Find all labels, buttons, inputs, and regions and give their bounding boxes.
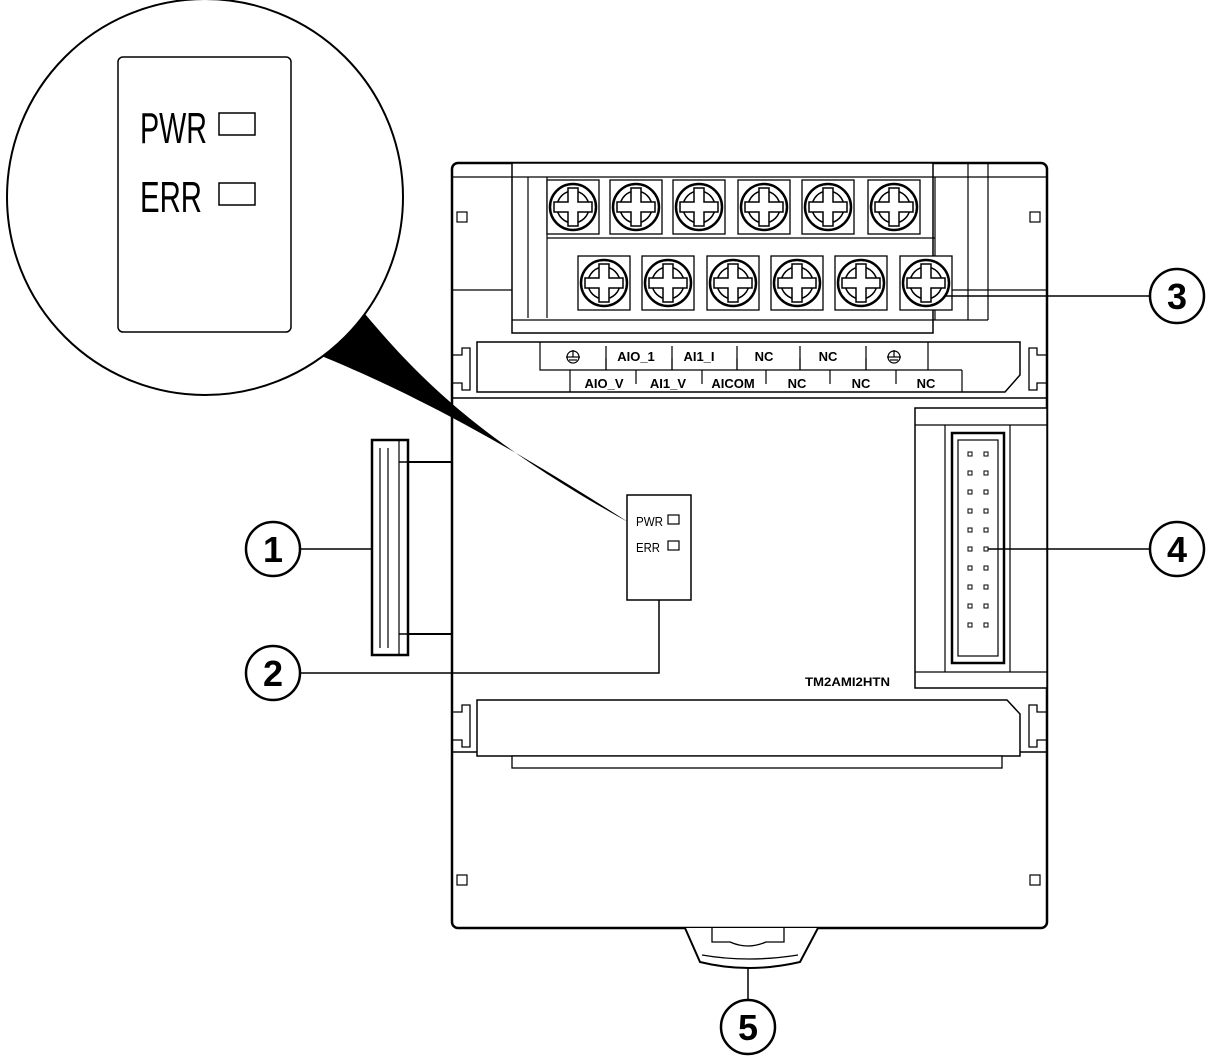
terminal-label-top-4: NC — [819, 349, 838, 364]
svg-text:3: 3 — [1167, 276, 1187, 317]
callout-1: 1 — [244, 520, 302, 578]
connector-pin — [967, 470, 973, 476]
bottom-label-plate — [476, 699, 1021, 769]
terminal-label-bottom-2: AICOM — [711, 376, 754, 391]
terminal-label-top-2: AI1_I — [683, 349, 714, 364]
connector-pin — [967, 527, 973, 533]
connector-pin — [967, 565, 973, 571]
terminal-screw-top-4 — [801, 179, 855, 235]
terminal-label-bottom-5: NC — [917, 376, 936, 391]
connector-pin — [983, 508, 989, 514]
terminal-screw-bottom-1 — [641, 255, 695, 311]
terminal-screw-bottom-2 — [706, 255, 760, 311]
terminal-label-top-3: NC — [755, 349, 774, 364]
terminal-screw-top-0 — [546, 179, 600, 235]
terminal-label-bottom-1: AI1_V — [650, 376, 686, 391]
io-connector — [914, 407, 1048, 689]
connector-pin — [967, 508, 973, 514]
connector-pin — [983, 622, 989, 628]
terminal-label-top-1: AIO_1 — [617, 349, 655, 364]
terminal-screw-top-3 — [737, 179, 791, 235]
connector-pin — [983, 603, 989, 609]
terminal-block — [452, 162, 1047, 334]
connector-pin — [967, 622, 973, 628]
panel-err-led — [667, 540, 680, 551]
model-label: TM2AMI2HTN — [805, 675, 890, 689]
led-panel: PWR ERR — [626, 494, 692, 601]
terminal-label-bottom-4: NC — [852, 376, 871, 391]
svg-text:5: 5 — [738, 1007, 758, 1048]
panel-err-label: ERR — [636, 540, 660, 555]
connector-pin — [967, 451, 973, 457]
callout-3: 3 — [1148, 267, 1206, 325]
svg-text:2: 2 — [263, 653, 283, 694]
terminal-label-bottom-3: NC — [788, 376, 807, 391]
terminal-screw-bottom-0 — [577, 255, 631, 311]
ground-icon — [566, 350, 580, 364]
connector-pin — [967, 546, 973, 552]
terminal-label-bottom-0: AIO_V — [584, 376, 623, 391]
connector-pin — [967, 603, 973, 609]
svg-text:1: 1 — [263, 529, 283, 570]
connector-pin — [983, 489, 989, 495]
connector-pin — [983, 584, 989, 590]
expansion-connector — [370, 438, 452, 657]
panel-pwr-led — [667, 514, 680, 525]
panel-pwr-label: PWR — [636, 514, 663, 529]
terminal-screw-bottom-5 — [899, 255, 953, 311]
din-rail-clip — [684, 927, 819, 969]
zoom-pwr-label: PWR — [140, 104, 207, 153]
terminal-screw-top-5 — [867, 179, 921, 235]
terminal-screw-top-1 — [609, 179, 663, 235]
svg-text:4: 4 — [1167, 529, 1187, 570]
connector-pin — [983, 565, 989, 571]
zoom-pwr-led — [218, 112, 256, 136]
zoom-pointer — [312, 308, 628, 522]
zoom-magnifier: PWR ERR — [6, 0, 404, 396]
zoom-err-label: ERR — [140, 173, 202, 222]
ground-icon — [887, 350, 901, 364]
callout-2: 2 — [244, 644, 302, 702]
connector-pin — [967, 489, 973, 495]
zoom-err-led — [218, 182, 256, 206]
terminal-screw-bottom-4 — [834, 255, 888, 311]
connector-pin — [983, 527, 989, 533]
connector-pin — [983, 451, 989, 457]
connector-pin — [967, 584, 973, 590]
callout-4: 4 — [1148, 520, 1206, 578]
terminal-screw-top-2 — [672, 179, 726, 235]
terminal-screw-bottom-3 — [770, 255, 824, 311]
connector-pin — [983, 470, 989, 476]
callout-5: 5 — [719, 998, 777, 1056]
